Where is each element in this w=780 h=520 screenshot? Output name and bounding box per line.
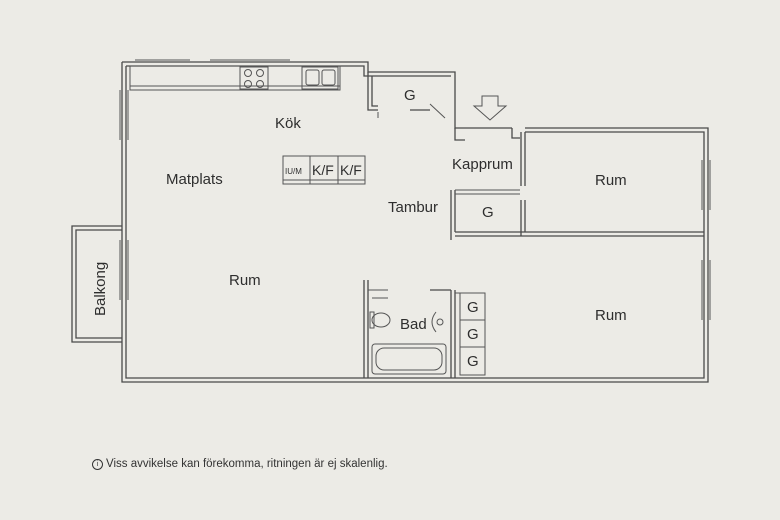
- windows: [119, 59, 711, 320]
- room-label-matplats: Matplats: [166, 171, 223, 188]
- room-label-kapprum: Kapprum: [452, 156, 513, 173]
- bathroom: [363, 280, 486, 378]
- closet-label-g-tambur: G: [482, 204, 494, 221]
- room-label-balkong: Balkong: [92, 262, 109, 316]
- room-label-rum-upper-right: Rum: [595, 172, 627, 189]
- fixture-label-kf-2: K/F: [340, 162, 362, 178]
- room-label-rum-lower-right: Rum: [595, 307, 627, 324]
- balcony: [71, 225, 122, 343]
- room-label-bad: Bad: [400, 316, 427, 333]
- room-label-rum-main: Rum: [229, 272, 261, 289]
- interior-walls: [282, 128, 704, 240]
- closet-label-g-bath-2: G: [467, 326, 479, 343]
- fixture-label-iu-m: IU/M: [285, 167, 302, 176]
- closet-label-g-top: G: [404, 87, 416, 104]
- disclaimer-text: Viss avvikelse kan förekomma, ritningen …: [106, 458, 388, 470]
- room-label-tambur: Tambur: [388, 199, 438, 216]
- room-label-kok: Kök: [275, 115, 301, 132]
- toilet-icon: [371, 312, 391, 328]
- info-icon: i: [92, 459, 103, 470]
- closet-top: [367, 72, 446, 119]
- bathtub-icon: [371, 343, 447, 375]
- closet-label-g-bath-3: G: [467, 353, 479, 370]
- stove-icon: [239, 66, 269, 90]
- fixture-label-kf-1: K/F: [312, 162, 334, 178]
- sink-icon: [301, 66, 339, 90]
- entrance-arrow-icon: [472, 95, 508, 121]
- closet-label-g-bath-1: G: [467, 299, 479, 316]
- washbasin-icon: [431, 311, 437, 333]
- kitchen-counter: [129, 65, 341, 91]
